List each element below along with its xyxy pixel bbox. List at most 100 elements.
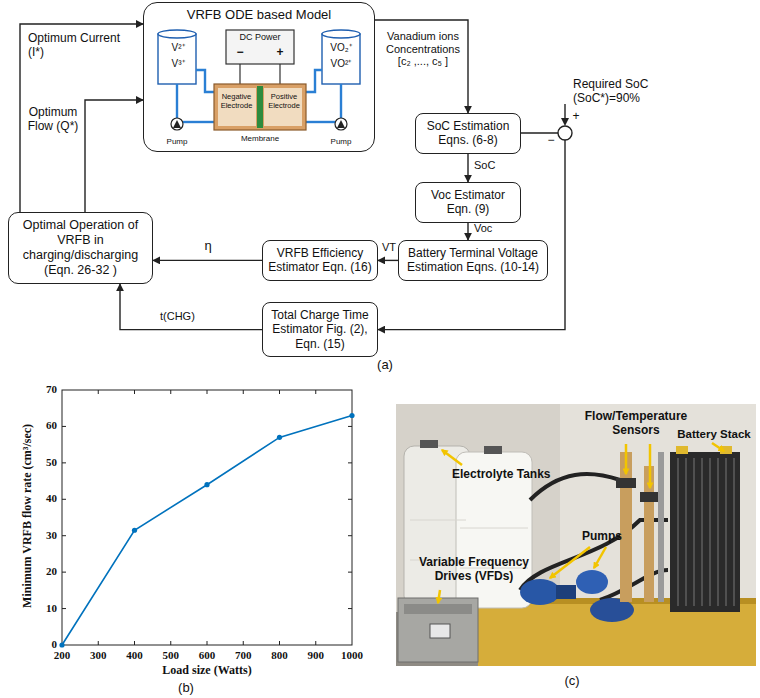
photo-scene: [520, 579, 560, 605]
power-label: DC Power: [226, 32, 294, 42]
membrane-label: Membrane: [238, 134, 282, 143]
edge-label: Vanadium ions Concentrations [c₂ ,..., c…: [382, 30, 464, 68]
electrode-label: Positive Electrode: [264, 93, 304, 110]
connector-arrow: [85, 100, 143, 212]
connector-arrow: [378, 260, 398, 261]
edge-label: VT: [379, 241, 399, 254]
dc-power-source: [240, 64, 280, 84]
plot-frame: [62, 390, 352, 645]
callout-arrow: [438, 590, 440, 603]
panel-label: (a): [370, 358, 400, 373]
electrolyte-tank: [158, 30, 360, 84]
flow-cell: [218, 88, 256, 126]
model-box: VRFB ODE based Model: [143, 2, 375, 152]
summing-junction: [561, 118, 569, 126]
panel-label: (b): [170, 681, 202, 696]
photo-scene: [404, 604, 472, 614]
ion-label: VO₂⁺: [324, 42, 358, 54]
sign-label: −: [545, 134, 557, 148]
node-text: Battery Terminal Voltage Estimation Eqns…: [403, 246, 543, 275]
data-line: [62, 416, 352, 646]
data-marker: [277, 435, 282, 440]
axis-tick-label: 70: [22, 383, 57, 396]
data-marker: [349, 413, 354, 418]
photo-callout: Flow/Temperature Sensors: [580, 410, 692, 438]
electrolyte-pipe: [176, 84, 178, 118]
dc-power-source: [226, 30, 294, 84]
callout-arrow: [550, 547, 590, 578]
axis-tick-label: 200: [42, 649, 82, 662]
photo-scene: [396, 404, 756, 666]
panel-label: (c): [556, 674, 588, 689]
photo-scene: [430, 624, 450, 638]
ion-label: VO²⁺: [324, 58, 358, 70]
axis-ticks: [62, 390, 352, 645]
electrolyte-pipe: [183, 121, 214, 123]
connector-arrow: [467, 223, 468, 240]
connector-arrow: [378, 133, 565, 330]
pump-label: Pump: [161, 137, 193, 146]
edge-label: Optimum Flow (Q*): [24, 106, 82, 134]
edge-label: Optimum Current (I*): [28, 32, 128, 60]
electrolyte-tank: [158, 30, 196, 38]
electrolyte-tank: [158, 34, 196, 84]
polarity-sign: −: [232, 46, 248, 60]
node-text: VRFB Efficiency Estimator Eqn. (16): [267, 246, 373, 275]
photo-callout: Battery Stack: [672, 428, 756, 441]
photo-scene: [658, 452, 664, 602]
photo-scene: [576, 570, 608, 594]
node-text: Voc Estimator Eqn. (9): [420, 188, 516, 217]
axis-title: Load size (Watts): [107, 664, 307, 678]
callout-arrow: [649, 444, 652, 488]
photo-scene: [620, 452, 632, 602]
node-text: VRFB ODE based Model: [187, 7, 332, 23]
photo-callout: Electrolyte Tanks: [452, 468, 564, 482]
photo-callout: Variable Frequency Drives (VFDs): [414, 556, 534, 584]
electrolyte-tank: [322, 30, 360, 38]
pump-symbol: [173, 120, 181, 128]
edge-label: Voc: [474, 222, 492, 235]
data-marker: [132, 528, 137, 533]
photo-scene: [678, 458, 734, 606]
ion-label: V³⁺: [164, 58, 192, 70]
axis-tick-label: 0: [22, 638, 57, 651]
photo-scene: [670, 452, 740, 612]
connector-arrow: [467, 154, 468, 182]
connector-arrow: [375, 20, 468, 113]
axis-tick-label: 300: [78, 649, 118, 662]
electrolyte-pipe: [196, 70, 214, 92]
photo-scene: [484, 446, 502, 454]
electrolyte-pipe: [340, 84, 342, 118]
pump-label: Pump: [325, 137, 357, 146]
process-box: Optimal Operation of VRFB in charging/di…: [8, 212, 153, 284]
photo-scene: [396, 404, 756, 666]
edge-label: η: [200, 239, 216, 254]
callout-arrow: [594, 547, 606, 568]
node-text: Total Charge Time Estimator Fig. (2), Eq…: [267, 308, 373, 351]
edge-label: t(CHG): [160, 310, 195, 323]
electrolyte-tank: [322, 34, 360, 84]
node-text: SoC Estimation Eqns. (6-8): [420, 119, 516, 148]
photo-scene: [398, 598, 478, 662]
data-marker: [59, 642, 64, 647]
dc-power-source: [226, 30, 294, 64]
summing-junction: [558, 126, 572, 140]
flow-cell: [214, 84, 306, 130]
axis-tick-label: 800: [260, 649, 300, 662]
setpoint-label: Required SoC (SoC*)=90%: [573, 78, 683, 106]
photo-scene: [600, 570, 668, 600]
process-box: Voc Estimator Eqn. (9): [415, 182, 521, 223]
photo-scene: [420, 440, 438, 448]
edge-label: SoC: [474, 159, 495, 172]
electrolyte-pipe: [306, 121, 335, 123]
node-text: Optimal Operation of VRFB in charging/di…: [13, 218, 148, 278]
axis-tick-label: 400: [115, 649, 155, 662]
callout-arrow: [442, 450, 462, 465]
process-box: SoC Estimation Eqns. (6-8): [415, 113, 521, 154]
flow-cell: [214, 84, 306, 130]
axis-tick-label: 700: [223, 649, 263, 662]
data-marker: [59, 413, 354, 648]
axis-tick-label: 900: [296, 649, 336, 662]
